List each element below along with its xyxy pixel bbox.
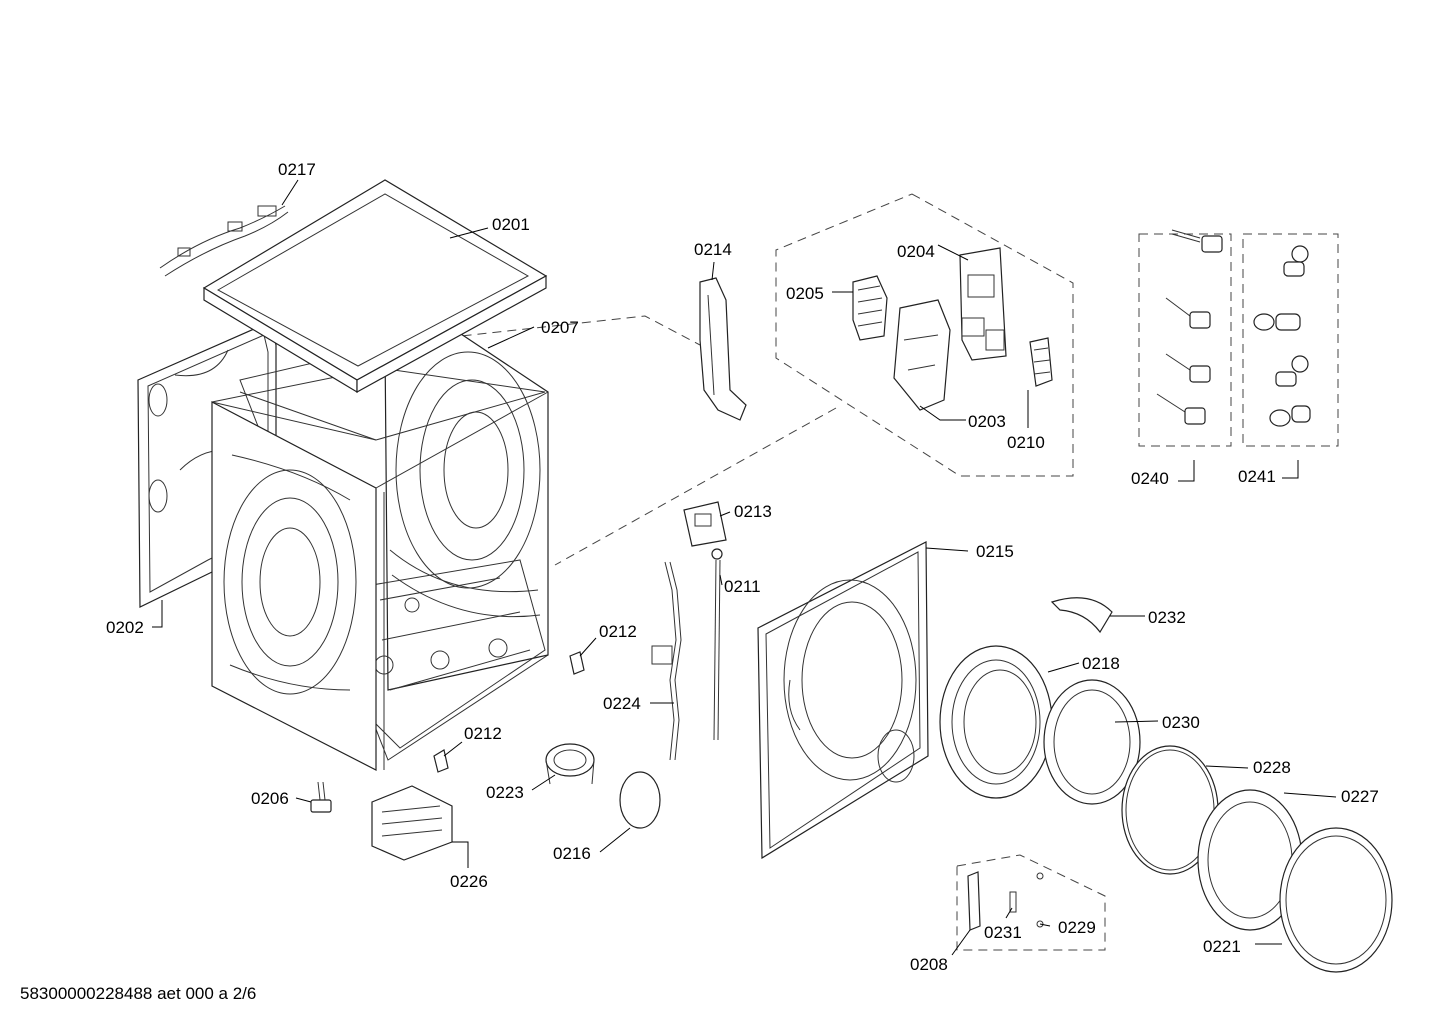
part-label-0228: 0228 xyxy=(1253,758,1291,777)
part-label-0214: 0214 xyxy=(694,240,732,259)
part-label-0211: 0211 xyxy=(724,577,761,596)
part-label-0227: 0227 xyxy=(1341,787,1379,806)
feet-part xyxy=(1156,229,1223,425)
latch-part xyxy=(967,871,1044,931)
rod-part xyxy=(711,548,723,741)
part-label-0201: 0201 xyxy=(492,215,530,234)
caps-group-outline xyxy=(1242,233,1339,447)
connector-strip-part xyxy=(852,275,888,341)
part-label-0215: 0215 xyxy=(976,542,1014,561)
part-label-0204: 0204 xyxy=(897,242,935,261)
part-label-0218: 0218 xyxy=(1082,654,1120,673)
module-bracket-part xyxy=(893,299,951,411)
part-label-0232: 0232 xyxy=(1148,608,1186,627)
pump-housing-part xyxy=(545,743,595,785)
harness-part xyxy=(159,205,289,277)
part-label-0207: 0207 xyxy=(541,318,579,337)
part-label-0203: 0203 xyxy=(968,412,1006,431)
part-label-0212-bottom: 0212 xyxy=(464,724,502,743)
part-label-0241: 0241 xyxy=(1238,467,1276,486)
part-label-0206: 0206 xyxy=(251,789,289,808)
latch-group-outline xyxy=(956,854,1106,951)
leader-lines xyxy=(152,179,1337,956)
part-label-0213: 0213 xyxy=(734,502,772,521)
base-cover-part xyxy=(371,785,453,861)
part-label-0216: 0216 xyxy=(553,844,591,863)
part-label-0217: 0217 xyxy=(278,160,316,179)
duct-part xyxy=(699,277,747,421)
part-label-0226: 0226 xyxy=(450,872,488,891)
control-module-part xyxy=(959,247,1007,361)
part-label-0223: 0223 xyxy=(486,783,524,802)
part-label-0240: 0240 xyxy=(1131,469,1169,488)
round-cap-part xyxy=(619,771,661,829)
bracket-bottom-part xyxy=(433,749,449,773)
front-panel-part xyxy=(757,541,929,860)
part-label-0202: 0202 xyxy=(106,618,144,637)
part-label-0212-top: 0212 xyxy=(599,622,637,641)
part-label-0208: 0208 xyxy=(910,955,948,974)
part-label-0231: 0231 xyxy=(984,923,1022,942)
pcb-module-part xyxy=(683,501,727,547)
part-label-0229: 0229 xyxy=(1058,918,1096,937)
cabinet-part xyxy=(211,329,549,771)
part-label-0205: 0205 xyxy=(786,284,824,303)
foot-screw-part xyxy=(310,781,332,813)
electronics-group-outline xyxy=(775,193,1074,477)
door-outer-ring-part xyxy=(1279,827,1393,973)
part-label-0221: 0221 xyxy=(1203,937,1241,956)
hinge-cover-part xyxy=(1050,597,1113,634)
part-label-0224: 0224 xyxy=(603,694,641,713)
part-label-0210: 0210 xyxy=(1007,433,1045,452)
door-glass-part xyxy=(1043,679,1141,805)
bracket-top-part xyxy=(569,651,585,675)
caps-part xyxy=(1253,245,1311,427)
part-label-0230: 0230 xyxy=(1162,713,1200,732)
side-connector-part xyxy=(1029,337,1053,387)
top-cover-part xyxy=(202,179,548,394)
document-footer-code: 58300000228488 aet 000 a 2/6 xyxy=(20,984,256,1003)
door-frame-part xyxy=(939,645,1053,799)
rail-part xyxy=(651,561,682,761)
